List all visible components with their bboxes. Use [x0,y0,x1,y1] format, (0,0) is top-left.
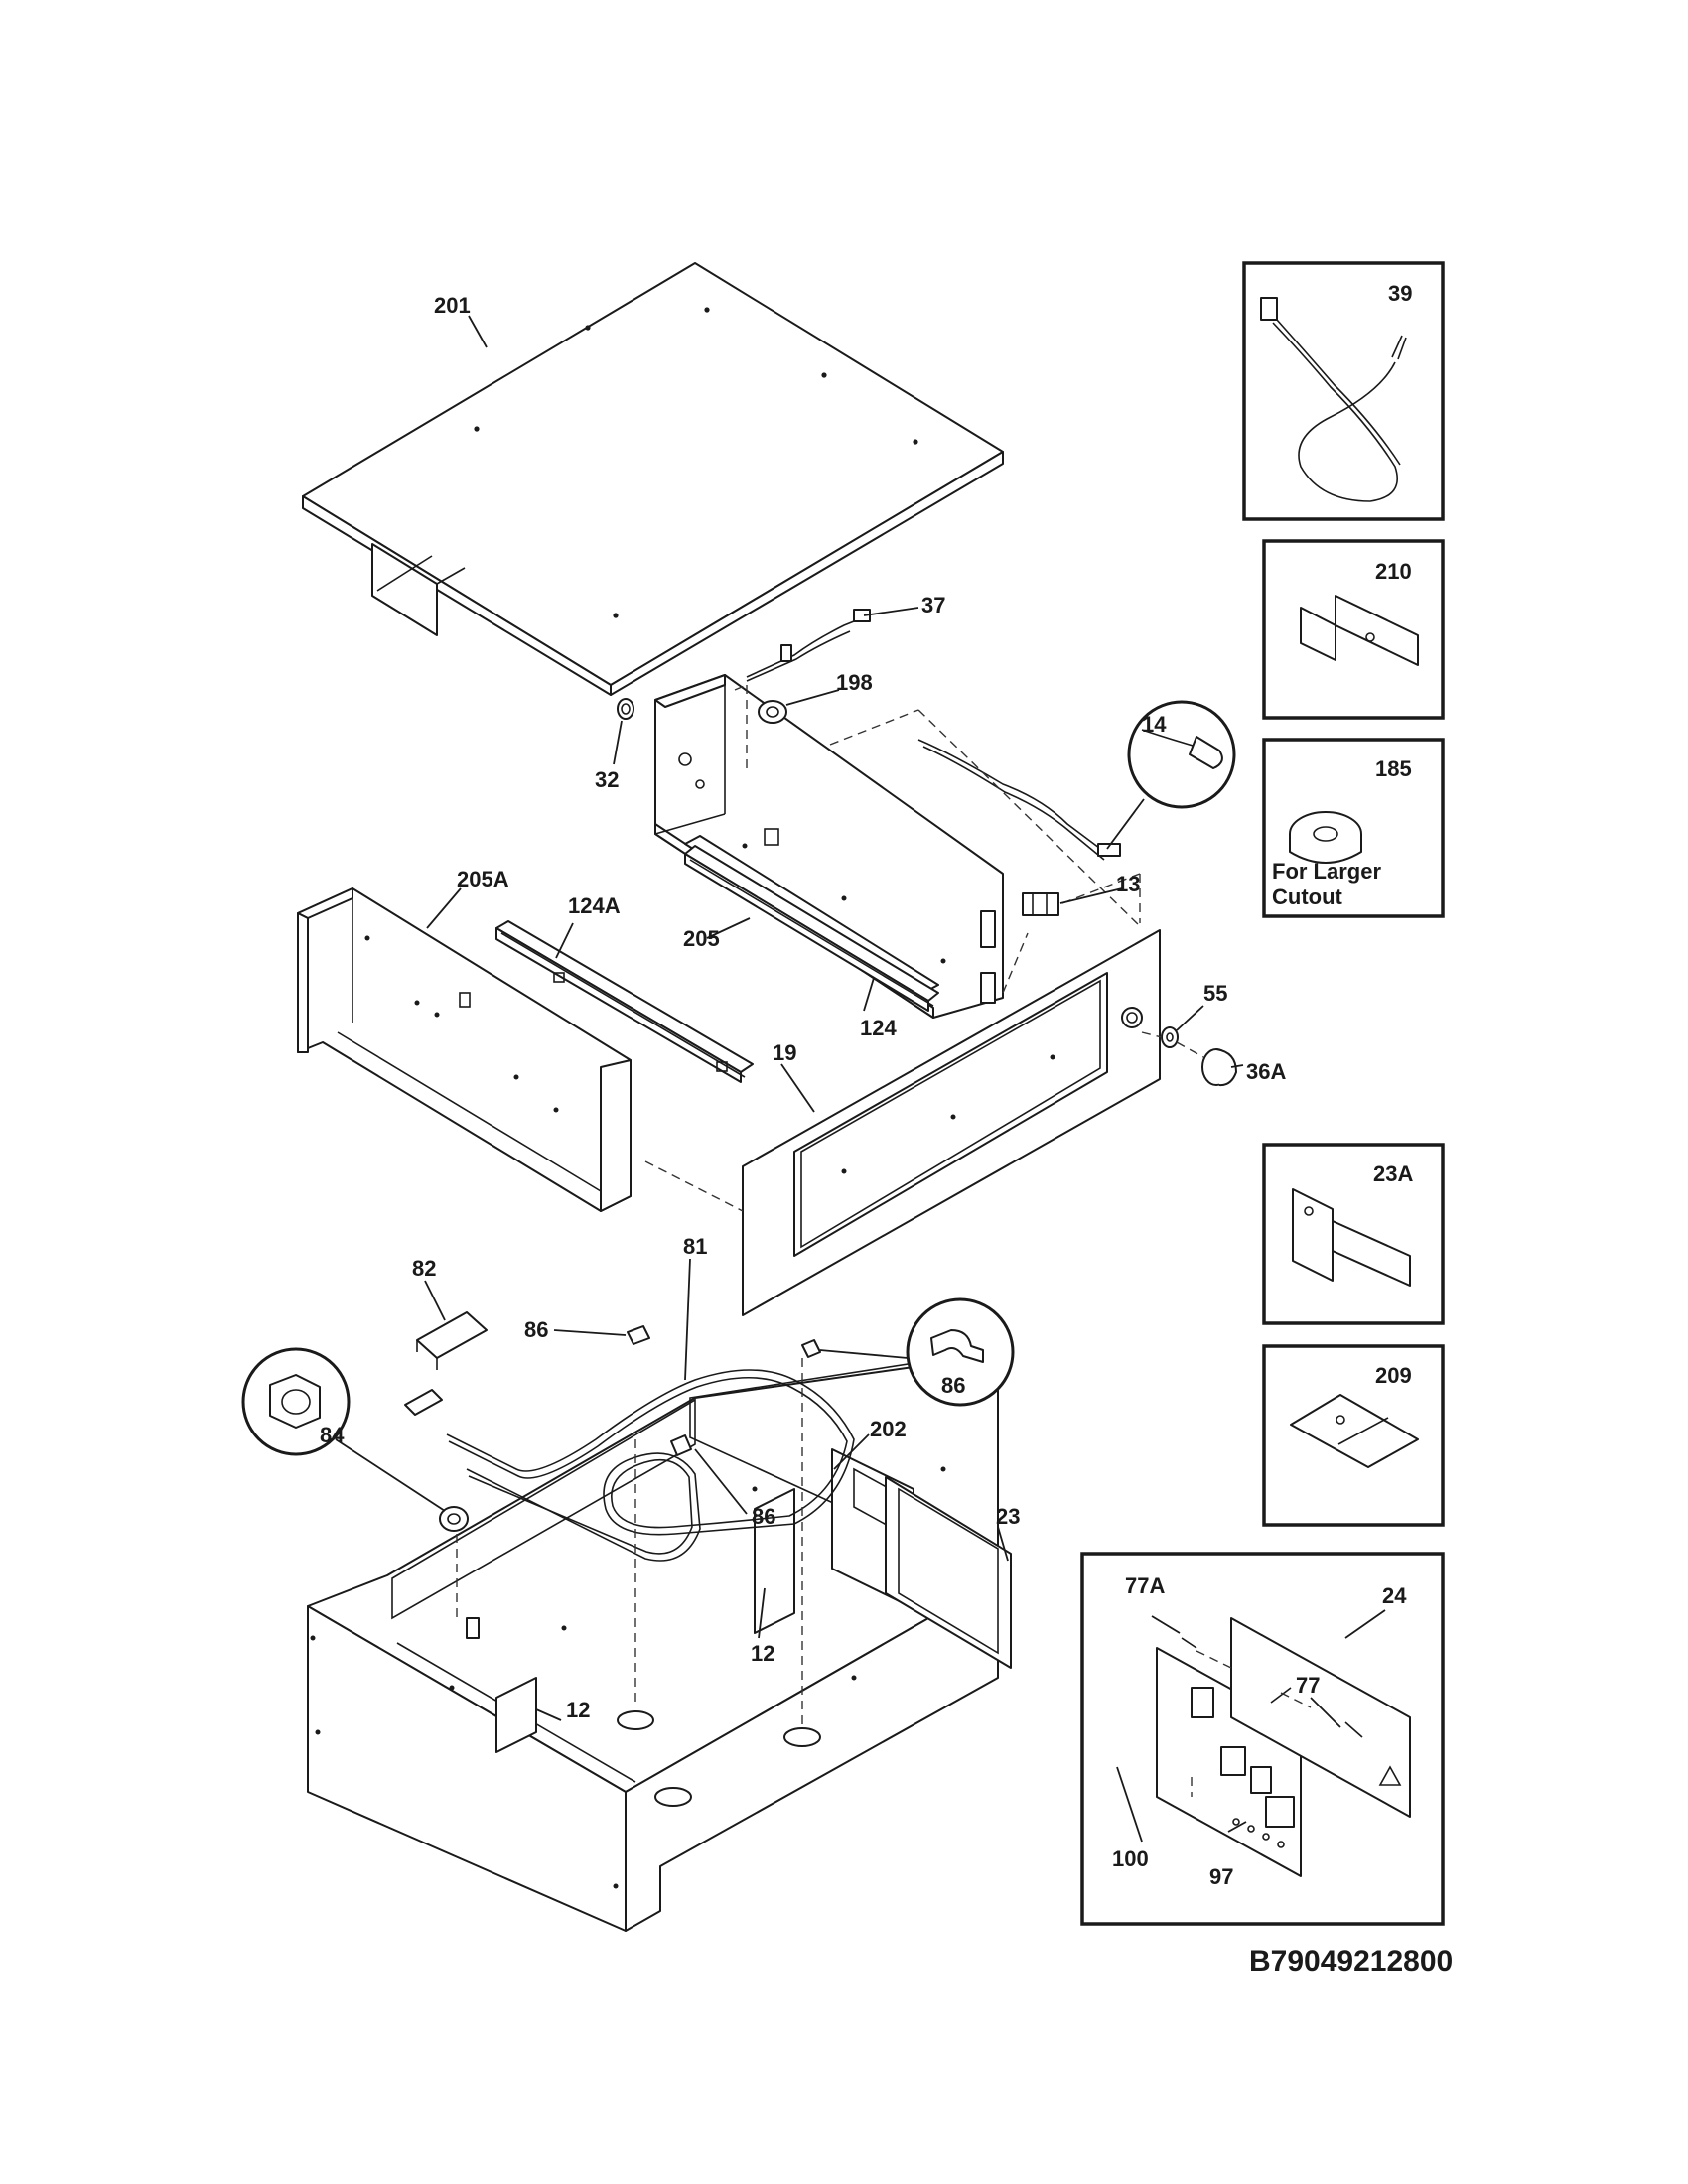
detail-circle-84 [241,1347,446,1512]
callout-210: 210 [1375,559,1412,584]
top-cover-panel [302,262,1004,696]
nut-55 [1161,1026,1179,1048]
clip-86-b [801,1339,821,1358]
callout-201: 201 [434,293,471,318]
bracket-82 [404,1311,488,1416]
knob-36A [1201,1048,1237,1087]
callout-185: 185 [1375,756,1412,781]
drawer-box-202 [307,1349,999,1932]
detail-circle-86 [819,1297,1015,1407]
front-panel-19 [742,929,1161,1316]
callout-77: 77 [1296,1673,1320,1698]
callout-39: 39 [1388,281,1412,306]
callout-24: 24 [1382,1583,1407,1608]
sensor-37 [746,609,871,682]
callout-numbers: 201 37 198 32 14 13 205A 124A 205 124 55… [320,281,1413,1889]
callout-81: 81 [683,1234,707,1259]
clip-86-a [627,1325,650,1345]
inset-39 [1242,261,1445,521]
callout-100: 100 [1112,1846,1149,1871]
callout-86-a: 86 [524,1317,548,1342]
callout-97: 97 [1209,1864,1233,1889]
switch-13 [1022,892,1059,916]
slide-rail-124 [684,845,939,1012]
thermostat-84 [439,1506,469,1532]
bushing-198 [758,700,787,724]
callout-205A: 205A [457,867,509,891]
detail-circle-14 [1106,700,1236,850]
inset-24 [1080,1552,1445,1926]
callout-77A: 77A [1125,1573,1165,1598]
callout-12-left: 12 [566,1698,590,1722]
cover-plate-23 [885,1476,1012,1669]
callout-13: 13 [1116,872,1140,896]
callout-23: 23 [996,1504,1020,1529]
callout-86-c: 86 [752,1504,775,1529]
inset-note-line: Cutout [1272,885,1343,909]
slide-rail-124A [495,920,754,1083]
callout-205: 205 [683,926,720,951]
callout-209: 209 [1375,1363,1412,1388]
callout-36A: 36A [1246,1059,1286,1084]
inset-note-line: For Larger [1272,859,1381,884]
wire-harness-14 [917,739,1121,861]
callout-124: 124 [860,1016,897,1040]
callout-124A: 124A [568,893,621,918]
heating-element-81 [446,1369,855,1562]
inset-210 [1262,539,1445,720]
callout-202: 202 [870,1417,907,1441]
callout-23A: 23A [1373,1161,1413,1186]
inset-185 [1262,738,1445,918]
leader-lines [424,315,1386,1843]
inset-209 [1262,1344,1445,1527]
callout-12-right: 12 [751,1641,774,1666]
side-panel-205A [297,887,632,1212]
callout-82: 82 [412,1256,436,1281]
callout-86-b: 86 [941,1373,965,1398]
control-box-205 [654,674,1004,1019]
document-id: B79049212800 [1249,1945,1453,1978]
inset-23A [1262,1143,1445,1325]
callout-55: 55 [1203,981,1227,1006]
callout-32: 32 [595,767,619,792]
callout-37: 37 [921,593,945,617]
grommet-32 [617,698,634,720]
callout-198: 198 [836,670,873,695]
callout-14: 14 [1142,712,1167,737]
insulation-12-left [495,1677,537,1753]
clip-86-c [670,1434,692,1456]
callout-19: 19 [773,1040,796,1065]
callout-84: 84 [320,1423,345,1447]
